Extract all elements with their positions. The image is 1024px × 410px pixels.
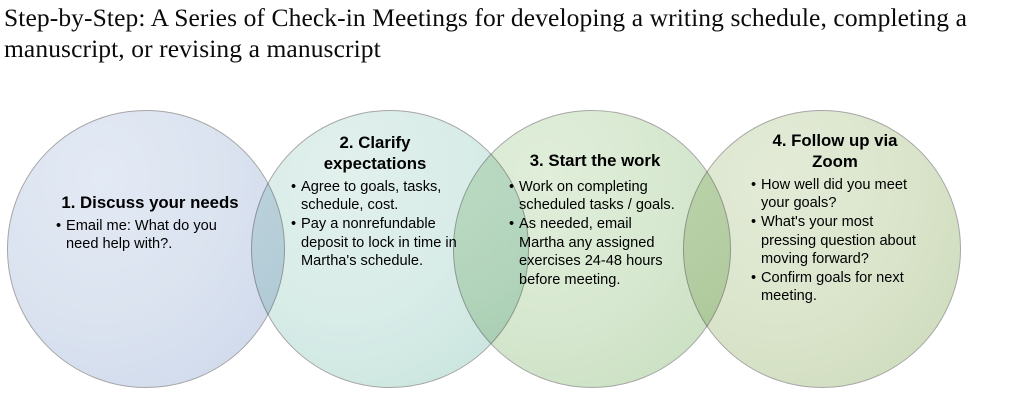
step-2-bullets: Agree to goals, tasks, schedule, cost. P… xyxy=(291,178,459,271)
page-title: Step-by-Step: A Series of Check-in Meeti… xyxy=(4,3,968,63)
step-1-bullets: Email me: What do you need help with?. xyxy=(56,217,244,254)
list-item: Email me: What do you need help with?. xyxy=(56,217,244,254)
list-item: Agree to goals, tasks, schedule, cost. xyxy=(291,178,459,215)
step-4-content: 4. Follow up via Zoom How well did you m… xyxy=(751,130,919,306)
list-item: Pay a nonrefundable deposit to lock in t… xyxy=(291,215,459,270)
list-item: What's your most pressing question about… xyxy=(751,213,919,268)
list-item: As needed, email Martha any assigned exe… xyxy=(509,215,681,289)
venn-diagram: 1. Discuss your needs Email me: What do … xyxy=(0,100,1024,400)
step-3-content: 3. Start the work Work on completing sch… xyxy=(509,150,681,289)
step-3-bullets: Work on completing scheduled tasks / goa… xyxy=(509,178,681,289)
step-4-title: 4. Follow up via Zoom xyxy=(772,131,898,171)
step-2-title: 2. Clarify expectations xyxy=(323,133,427,173)
step-1-title: 1. Discuss your needs xyxy=(61,193,239,212)
step-3-title: 3. Start the work xyxy=(529,151,661,170)
list-item: How well did you meet your goals? xyxy=(751,176,919,213)
list-item: Confirm goals for next meeting. xyxy=(751,269,919,306)
step-4-bullets: How well did you meet your goals? What's… xyxy=(751,176,919,306)
list-item: Work on completing scheduled tasks / goa… xyxy=(509,178,681,215)
step-1-content: 1. Discuss your needs Email me: What do … xyxy=(56,192,244,254)
step-2-content: 2. Clarify expectations Agree to goals, … xyxy=(291,132,459,271)
